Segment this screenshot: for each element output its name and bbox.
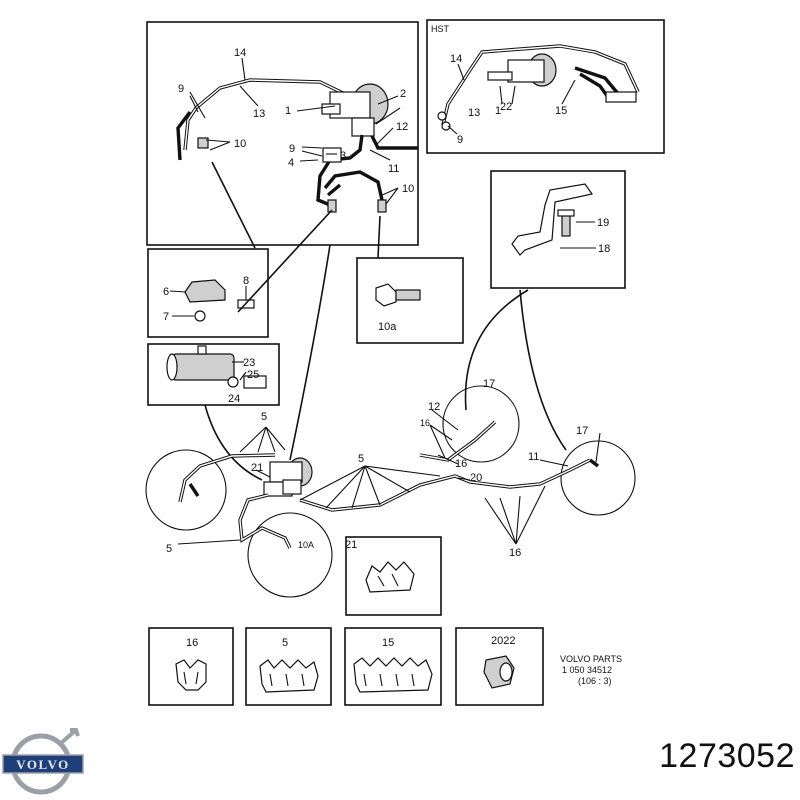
label-9b: 9 (289, 143, 295, 155)
label-2: 2 (400, 88, 406, 100)
main-label-17a: 17 (483, 378, 495, 390)
clip-label-8: 8 (243, 275, 249, 287)
label-13a: 13 (253, 108, 265, 120)
bracket-label-18: 18 (598, 243, 610, 255)
hst-label-15: 15 (555, 105, 567, 117)
main-label-12: 12 (428, 401, 440, 413)
hst-label-1: 1 (495, 105, 501, 117)
dist-label-24: 24 (228, 393, 240, 405)
hst-label-13: 13 (468, 107, 480, 119)
main-label-5c: 5 (358, 453, 364, 465)
label-4: 4 (288, 157, 294, 169)
box-clip-21: 21 (345, 536, 442, 616)
label-9a: 9 (178, 83, 184, 95)
main-label-21: 21 (251, 462, 263, 474)
hst-label-14: 14 (450, 53, 462, 65)
panel-bolt: 10a (356, 257, 464, 344)
box-label-15: 15 (382, 637, 394, 649)
panel-hst: HST 14 13 22 1 15 9 (426, 19, 665, 154)
dist-label-23: 23 (243, 357, 255, 369)
main-layout: 5 21 5 10A 5 16 12 17 16 20 11 17 16 (145, 378, 636, 598)
label-10a-top: 10 (234, 138, 246, 150)
clip-label-7: 7 (163, 311, 169, 323)
bracket-label-19: 19 (597, 217, 609, 229)
box-label-21: 21 (345, 539, 357, 551)
main-label-10A: 10A (298, 540, 314, 550)
main-label-11: 11 (528, 451, 539, 463)
label-3: 3 (340, 150, 346, 162)
parts-ref-line3: (106 : 3) (578, 676, 612, 686)
panel-valve-clip: 6 8 7 (147, 248, 269, 338)
box-label-5: 5 (282, 637, 288, 649)
hst-label-9: 9 (457, 134, 463, 146)
main-label-5a: 5 (261, 411, 267, 423)
dist-label-25: 25 (247, 369, 259, 381)
label-14a: 14 (234, 47, 246, 59)
main-label-16b: 16 (455, 458, 467, 470)
parts-ref-line2: 1 050 34512 (562, 665, 612, 675)
panel-bracket: 19 18 (490, 170, 626, 289)
box-label-16: 16 (186, 637, 198, 649)
label-10b-top: 10 (402, 183, 414, 195)
hst-title: HST (431, 24, 450, 34)
panel-distributor: 23 25 24 (147, 343, 280, 406)
main-label-16c: 16 (509, 547, 521, 559)
label-12a: 12 (396, 121, 408, 133)
volvo-logo-text: VOLVO (16, 757, 69, 772)
bolt-label-10a: 10a (378, 321, 397, 333)
hst-label-22: 22 (500, 101, 512, 113)
box-grommet: 2022 (455, 627, 544, 706)
main-label-16a: 16 (420, 418, 430, 428)
parts-ref-line1: VOLVO PARTS (560, 654, 622, 664)
box-label-2022: 2022 (491, 635, 515, 647)
main-label-17b: 17 (576, 425, 588, 437)
parts-reference: VOLVO PARTS 1 050 34512 (106 : 3) (560, 654, 622, 686)
volvo-logo-icon: VOLVO (2, 728, 84, 795)
box-clip-15: 15 (344, 627, 442, 706)
main-label-20: 20 (470, 472, 482, 484)
panel-pointer-arrows (204, 161, 567, 481)
main-label-5b: 5 (166, 543, 172, 555)
label-11a: 11 (388, 163, 399, 175)
box-clip-16: 16 (148, 627, 234, 706)
part-number: 1273052 (659, 737, 795, 775)
clip-label-6: 6 (163, 286, 169, 298)
panel-top-left: 14 9 13 1 2 10 12 9 3 11 4 10 (146, 21, 419, 246)
label-1a: 1 (285, 105, 291, 117)
box-clip-5: 5 (245, 627, 332, 706)
